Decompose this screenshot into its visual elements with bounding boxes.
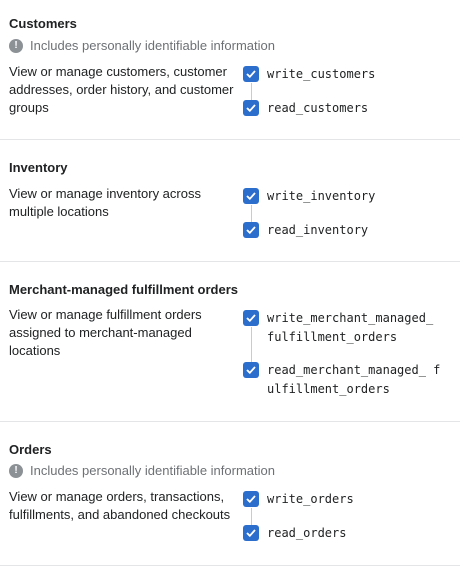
pii-note-text: Includes personally identifiable informa… (30, 38, 275, 53)
scope-checkbox[interactable] (243, 525, 259, 541)
scope-checkbox[interactable] (243, 310, 259, 326)
section-description: View or manage customers, customer addre… (9, 64, 234, 115)
section-title: Merchant-managed fulfillment orders (9, 282, 238, 297)
checkmark-icon (246, 529, 256, 537)
section-title: Inventory (9, 160, 68, 175)
scope-row[interactable]: write_orders (243, 491, 447, 509)
section-title: Customers (9, 16, 77, 31)
checkmark-icon (246, 495, 256, 503)
checkmark-icon (246, 226, 256, 234)
scope-checkbox[interactable] (243, 188, 259, 204)
pii-note: ! Includes personally identifiable infor… (9, 38, 275, 53)
section-divider (0, 261, 460, 262)
scope-row[interactable]: write_inventory (243, 188, 447, 206)
checkmark-icon (246, 366, 256, 374)
checkmark-icon (246, 104, 256, 112)
section-description: View or manage fulfillment orders assign… (9, 307, 202, 358)
scope-label: write_customers (267, 67, 376, 81)
section-divider (0, 565, 460, 566)
scope-label: write_orders (267, 492, 354, 506)
scope-row[interactable]: read_customers (243, 100, 447, 118)
section-description: View or manage inventory across multiple… (9, 186, 201, 219)
scope-checkbox[interactable] (243, 100, 259, 116)
checkmark-icon (246, 314, 256, 322)
scope-label: read_customers (267, 101, 369, 115)
scope-label: read_orders (267, 526, 347, 540)
scope-checkbox[interactable] (243, 222, 259, 238)
scope-label: read_inventory (267, 223, 369, 237)
scope-label: read_merchant_managed_ fulfillment_order… (267, 363, 441, 396)
scope-row[interactable]: read_merchant_managed_ fulfillment_order… (243, 362, 447, 399)
scope-row[interactable]: write_customers (243, 66, 447, 84)
scope-row[interactable]: read_inventory (243, 222, 447, 240)
scope-label: write_inventory (267, 189, 376, 203)
section-divider (0, 139, 460, 140)
exclamation-circle-icon: ! (9, 38, 23, 53)
pii-note-text: Includes personally identifiable informa… (30, 463, 275, 478)
scope-connector (251, 327, 252, 363)
pii-note: ! Includes personally identifiable infor… (9, 463, 275, 478)
scope-connector (251, 83, 252, 101)
exclamation-circle-icon: ! (9, 463, 23, 478)
section-description: View or manage orders, transactions, ful… (9, 489, 231, 522)
scope-checkbox[interactable] (243, 362, 259, 378)
section-divider (0, 421, 460, 422)
scope-connector (251, 205, 252, 223)
scope-connector (251, 508, 252, 526)
scope-row[interactable]: write_merchant_managed_ fulfillment_orde… (243, 310, 447, 347)
checkmark-icon (246, 192, 256, 200)
scope-row[interactable]: read_orders (243, 525, 447, 543)
scope-checkbox[interactable] (243, 491, 259, 507)
checkmark-icon (246, 70, 256, 78)
section-title: Orders (9, 442, 52, 457)
scope-checkbox[interactable] (243, 66, 259, 82)
scope-label: write_merchant_managed_ fulfillment_orde… (267, 311, 434, 344)
